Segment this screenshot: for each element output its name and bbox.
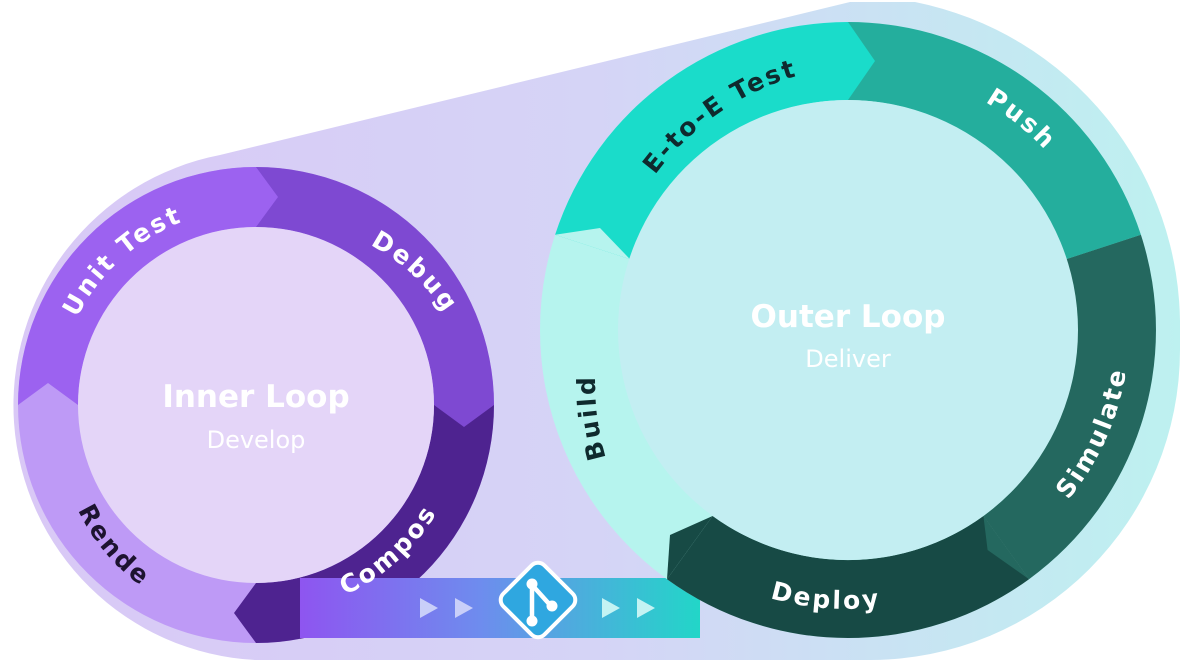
git-branch-icon [498, 560, 578, 640]
chevron-right-icon [455, 598, 473, 618]
outer-segment-push [848, 22, 1141, 260]
outer-arrow-tip-e-to-e-test [555, 228, 630, 260]
inner-arrow-tip-compose [434, 405, 494, 427]
chevron-right-icon [602, 598, 620, 618]
inner-arrow-tip-debug [256, 167, 278, 227]
inner-loop-subtitle: Develop [207, 426, 306, 454]
outer-segment-e-to-e-test [555, 22, 848, 260]
outer-arrow-tip-deploy [983, 516, 1029, 580]
inner-arrow-tip-render [234, 583, 256, 643]
outer-arrow-tip-push [848, 22, 875, 100]
inner-loop-title: Inner Loop [162, 379, 349, 415]
outer-arrow-tip-simulate [1066, 234, 1141, 260]
outer-loop-center [618, 100, 1078, 560]
inner-arrow-tip-unit-test [18, 383, 78, 405]
inner-segment-unit-test [18, 167, 256, 405]
outer-loop-title: Outer Loop [751, 299, 946, 335]
chevron-right-icon [420, 598, 438, 618]
inner-loop-center [78, 227, 434, 583]
chevron-right-icon [637, 598, 655, 618]
outer-arrow-tip-build [667, 516, 713, 580]
outer-loop-ring [540, 22, 1156, 638]
outer-segment-simulate [983, 234, 1156, 580]
outer-loop-subtitle: Deliver [805, 345, 891, 373]
connector-band [300, 578, 700, 638]
inner-segment-debug [256, 167, 494, 405]
outer-segment-deploy [667, 516, 1029, 638]
